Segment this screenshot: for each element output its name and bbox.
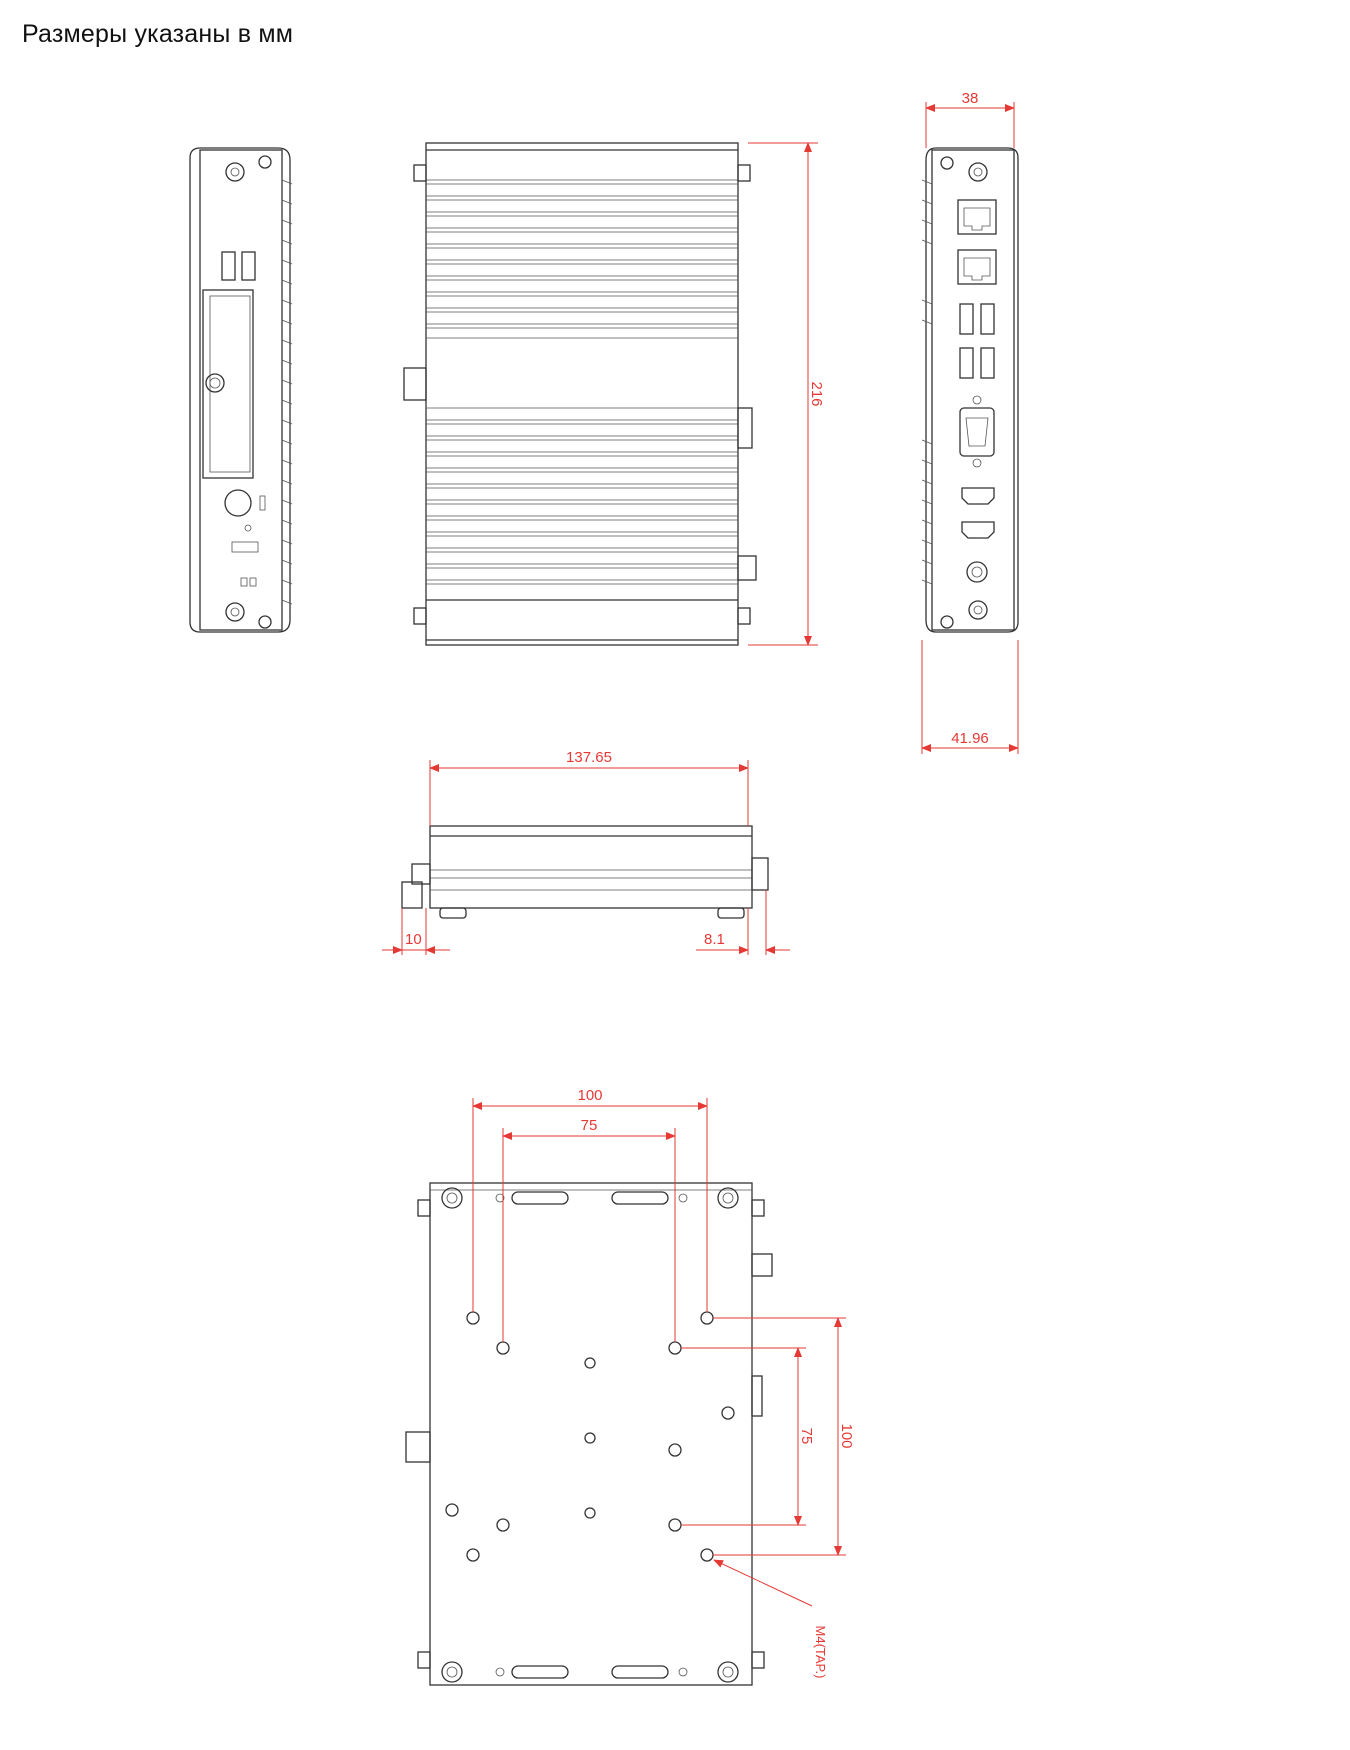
left-side-view xyxy=(189,147,293,633)
dim-front-width: 137.65 xyxy=(566,749,612,766)
dim-screw-note: M4(TAP.) xyxy=(813,1626,828,1679)
right-side-view xyxy=(921,147,1019,633)
dim-left-offset: 10 xyxy=(405,931,422,948)
dimension-labels: 38 216 41.96 137.65 10 8.1 100 75 75 100… xyxy=(405,90,989,1678)
page-title: Размеры указаны в мм xyxy=(22,20,294,48)
dim-vesa-outer-v: 100 xyxy=(838,1423,855,1448)
dim-vesa-inner-h: 75 xyxy=(581,1117,598,1134)
dim-height: 216 xyxy=(808,381,825,406)
dim-top-width: 38 xyxy=(962,90,979,107)
bottom-view xyxy=(405,1182,773,1686)
dim-bottom-width: 41.96 xyxy=(951,730,989,747)
dim-vesa-inner-v: 75 xyxy=(798,1428,815,1445)
top-fin-view xyxy=(403,142,757,646)
dimension-lines xyxy=(382,102,1019,1607)
dim-vesa-outer-h: 100 xyxy=(577,1087,602,1104)
front-view xyxy=(401,825,769,919)
dim-right-offset: 8.1 xyxy=(704,931,725,948)
